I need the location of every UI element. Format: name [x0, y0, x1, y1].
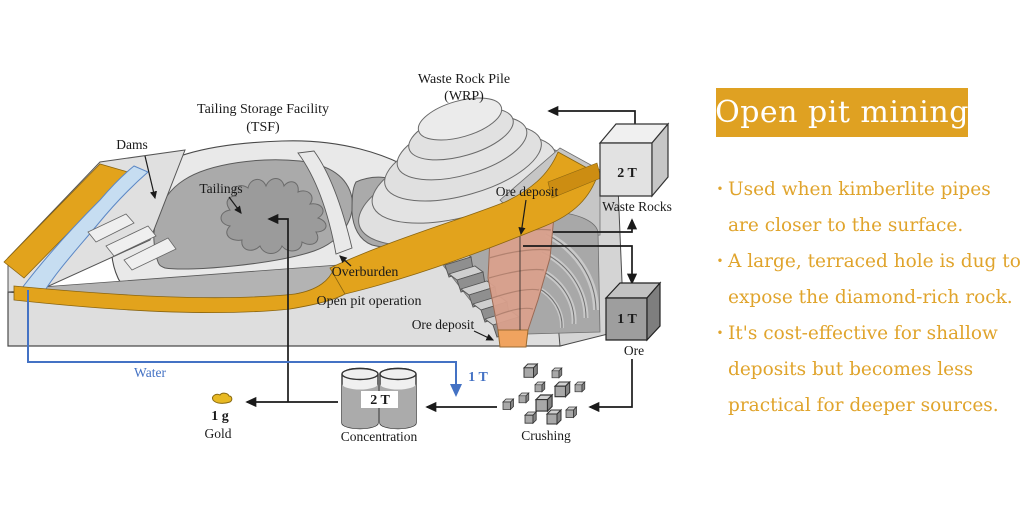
bullet-item: · It's cost-effective for shallow deposi… [712, 316, 1012, 424]
concentration-value: 2 T [370, 393, 390, 408]
flow-lines [245, 105, 638, 413]
bullet-line: deposits but becomes less [728, 359, 974, 380]
panel-title-banner: Open pit mining [715, 88, 969, 137]
tsf-label-line2: (TSF) [246, 120, 280, 135]
overburden-arrow [339, 255, 352, 267]
label-arrows [144, 155, 527, 341]
waste-rocks-cube [598, 122, 670, 198]
waste-rocks-value: 2 T [617, 166, 637, 181]
gold-value: 1 g [211, 409, 229, 424]
bullet-marker: · [716, 323, 724, 344]
water-label: Water [134, 365, 166, 380]
wrp-label-line2: (WRP) [444, 89, 484, 104]
ore-deposit-lower-label: Ore deposit [412, 317, 475, 332]
water-input-value: 1 T [468, 370, 488, 385]
panel-title: Open pit mining [715, 95, 969, 130]
ore-deposit-upper-label: Ore deposit [496, 184, 559, 199]
tailings-arrow [228, 196, 242, 214]
tailings-label: Tailings [199, 181, 242, 196]
wrp-label-line1: Waste Rock Pile [418, 72, 510, 87]
dams-arrow [144, 155, 157, 200]
flow-arrow-waste-rocks [553, 218, 638, 233]
ore-label: Ore [624, 343, 644, 358]
bullet-marker: · [716, 179, 724, 200]
dams-label: Dams [116, 137, 148, 152]
ore-deposit-lower-arrow [473, 330, 495, 341]
bullet-line: practical for deeper sources. [728, 395, 999, 416]
ore-cube [604, 281, 662, 342]
flow-arrow-tailings-return [267, 213, 289, 402]
water-line [27, 290, 462, 397]
ore-value: 1 T [617, 312, 637, 327]
gold-nugget-icon [212, 392, 233, 404]
concentration-label: Concentration [341, 429, 418, 444]
bullet-item: · Used when kimberlite pipes are closer … [712, 172, 1012, 244]
crushed-ore-cubes [502, 363, 586, 425]
dam-steps [87, 213, 177, 271]
bullet-marker: · [716, 251, 724, 272]
flow-arrow-ore [523, 245, 638, 285]
crushing-label: Crushing [521, 428, 571, 443]
bullet-line: Used when kimberlite pipes [728, 179, 991, 200]
gold-label: Gold [205, 426, 232, 441]
flow-arrow-to-crushing [588, 359, 633, 413]
stream [21, 165, 149, 293]
overburden-label: Overburden [332, 265, 399, 280]
ore-deposit-upper-arrow [518, 199, 527, 236]
concentration-tanks [341, 367, 417, 430]
waste-rocks-label: Waste Rocks [602, 199, 672, 214]
bullet-line: It's cost-effective for shallow [728, 323, 998, 344]
flow-arrow-to-wrp [547, 105, 636, 125]
ore-deposit-bottom [497, 329, 529, 348]
bullet-item: · A large, terraced hole is dug to expos… [712, 244, 1021, 316]
tsf-label-line1: Tailing Storage Facility [197, 102, 329, 117]
panel-bullet-list: · Used when kimberlite pipes are closer … [712, 172, 1021, 424]
bullet-line: expose the diamond-rich rock. [728, 287, 1013, 308]
open-pit-label: Open pit operation [317, 294, 422, 309]
bullet-line: A large, terraced hole is dug to [728, 251, 1021, 272]
tsf-center-ridge [297, 150, 353, 255]
bullet-line: are closer to the surface. [728, 215, 964, 236]
land-block [3, 97, 625, 348]
